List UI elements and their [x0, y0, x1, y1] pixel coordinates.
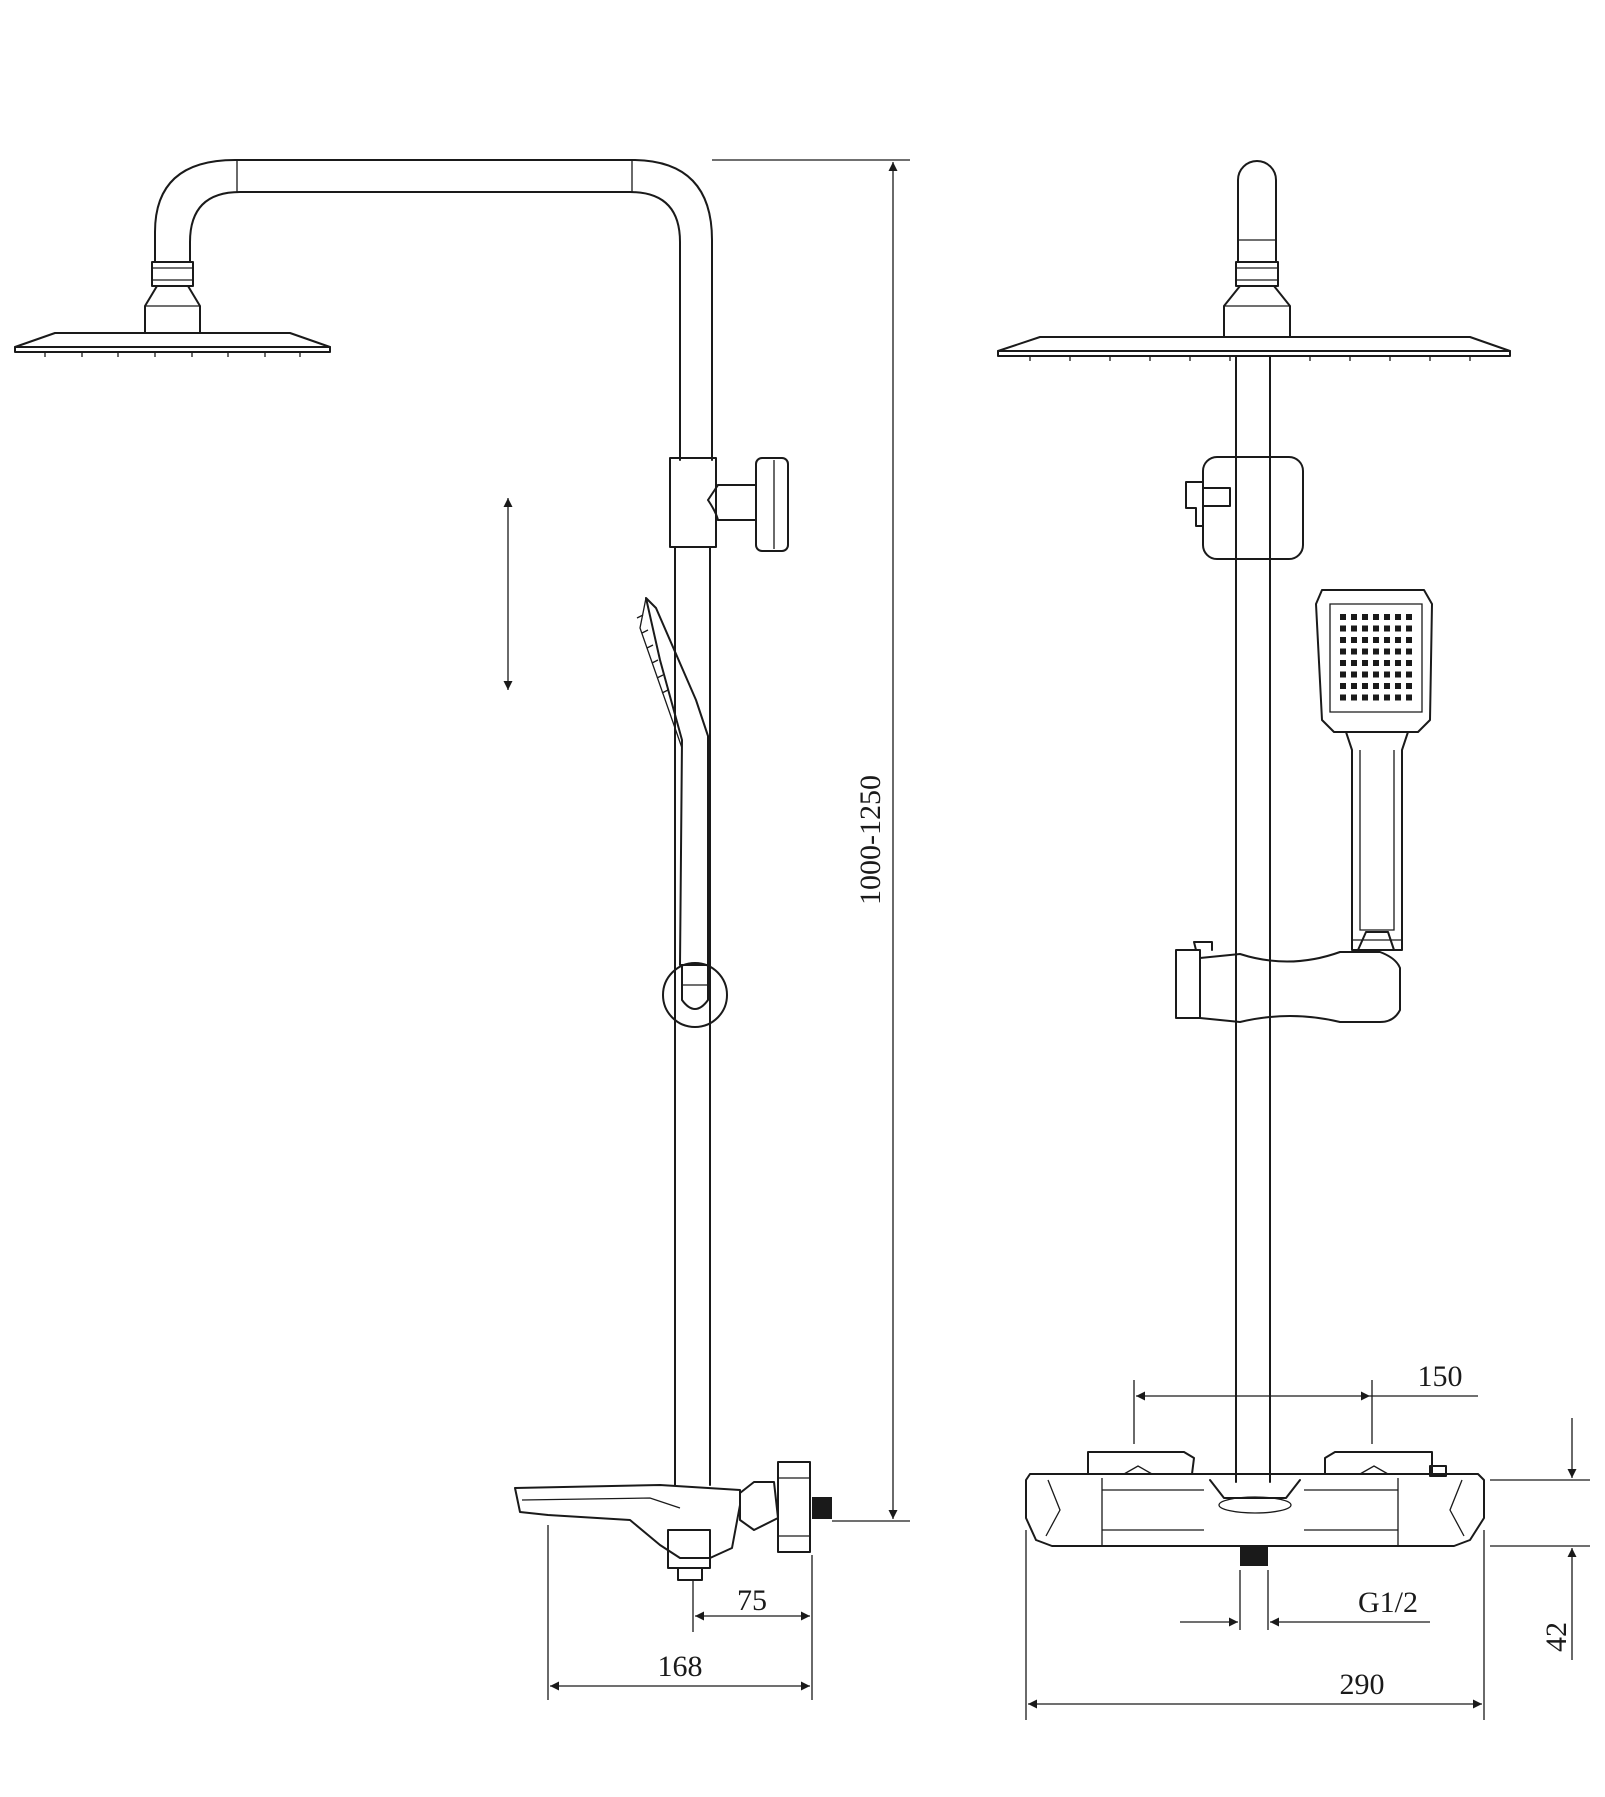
spray-hole: [1406, 694, 1412, 701]
spray-hole: [1406, 683, 1412, 689]
spout-dimension: 168: [547, 1525, 813, 1700]
rain-shower-head-side: [14, 261, 331, 357]
front-hand-shower-holder: [1175, 941, 1401, 1023]
thread-dimension: G1/2: [1180, 1570, 1430, 1630]
spray-hole: [1406, 660, 1412, 666]
head-nozzles: [44, 352, 301, 357]
spray-hole: [1340, 625, 1346, 632]
inlet-spacing-label: 150: [1418, 1360, 1463, 1393]
spray-hole: [1373, 660, 1379, 666]
front-view: 150 G1/2 290 42: [997, 160, 1590, 1720]
front-rail: [1235, 355, 1271, 1483]
hand-shower-side: [636, 597, 728, 1028]
front-arm: [1223, 160, 1291, 338]
spray-hole: [1395, 637, 1401, 643]
spray-hole: [1362, 625, 1368, 632]
spray-hole: [1340, 671, 1346, 678]
spray-hole: [1340, 648, 1346, 655]
spray-hole: [1351, 637, 1357, 643]
spray-hole: [1395, 694, 1401, 701]
spray-hole: [1373, 648, 1379, 655]
spray-hole: [1340, 660, 1346, 666]
spray-hole: [1362, 648, 1368, 655]
spray-hole: [1395, 660, 1401, 666]
inlet-spacing-dimension: 150: [1133, 1360, 1478, 1444]
spray-hole: [1384, 648, 1390, 655]
spray-hole: [1351, 694, 1357, 701]
spray-hole: [1395, 683, 1401, 689]
thermostatic-mixer-front: [1025, 1451, 1485, 1566]
hand-shower-front: [1315, 589, 1433, 951]
spray-hole: [1351, 614, 1357, 620]
inlet-to-wall-label: 75: [737, 1584, 767, 1617]
spray-hole: [1406, 648, 1412, 655]
spray-hole: [1384, 683, 1390, 689]
spray-hole: [1351, 683, 1357, 689]
hand-nozzles: [636, 614, 669, 694]
spray-hole: [1351, 625, 1357, 632]
spray-hole: [1373, 637, 1379, 643]
thermostatic-mixer-side: [514, 1461, 832, 1581]
spray-hole: [1406, 671, 1412, 678]
width-dimension: 290: [1025, 1530, 1485, 1720]
thread-label: G1/2: [1358, 1586, 1418, 1619]
side-view: 1000-1250 168 75: [14, 159, 910, 1700]
rain-shower-head-front: [997, 336, 1511, 361]
spout-projection-label: 168: [658, 1650, 703, 1683]
spray-hole: [1395, 625, 1401, 632]
spray-hole: [1406, 614, 1412, 620]
spray-hole: [1395, 648, 1401, 655]
spray-hole: [1373, 683, 1379, 689]
spray-hole: [1384, 637, 1390, 643]
height-dimension: 1000-1250: [712, 159, 910, 1522]
hand-spray-grid: [1340, 614, 1412, 701]
spray-hole: [1351, 648, 1357, 655]
total-width-label: 290: [1340, 1668, 1385, 1701]
spray-hole: [1362, 637, 1368, 643]
spray-hole: [1373, 694, 1379, 701]
diverter-clamp: [669, 457, 789, 552]
spray-hole: [1406, 637, 1412, 643]
spray-hole: [1362, 694, 1368, 701]
spray-hole: [1384, 660, 1390, 666]
overhead-arm: [154, 159, 713, 461]
front-diverter-clamp: [1185, 456, 1304, 560]
height-range-label: 1000-1250: [854, 775, 887, 905]
spray-hole: [1373, 614, 1379, 620]
spray-hole: [1384, 625, 1390, 632]
spray-hole: [1373, 625, 1379, 632]
body-height-label: 42: [1540, 1622, 1573, 1652]
spray-hole: [1351, 671, 1357, 678]
spray-hole: [1384, 671, 1390, 678]
spray-hole: [1384, 694, 1390, 701]
spray-hole: [1362, 614, 1368, 620]
slide-rail: [674, 546, 711, 1486]
spray-hole: [1406, 625, 1412, 632]
spray-hole: [1351, 660, 1357, 666]
spray-hole: [1362, 671, 1368, 678]
spray-hole: [1340, 637, 1346, 643]
inlet-dimension: 75: [692, 1580, 810, 1632]
spray-hole: [1395, 671, 1401, 678]
spray-hole: [1362, 683, 1368, 689]
spray-hole: [1373, 671, 1379, 678]
spray-hole: [1340, 694, 1346, 701]
spray-hole: [1362, 660, 1368, 666]
spray-hole: [1340, 683, 1346, 689]
spray-hole: [1340, 614, 1346, 620]
body-height-dimension: 42: [1490, 1418, 1590, 1660]
spray-hole: [1384, 614, 1390, 620]
spray-hole: [1395, 614, 1401, 620]
